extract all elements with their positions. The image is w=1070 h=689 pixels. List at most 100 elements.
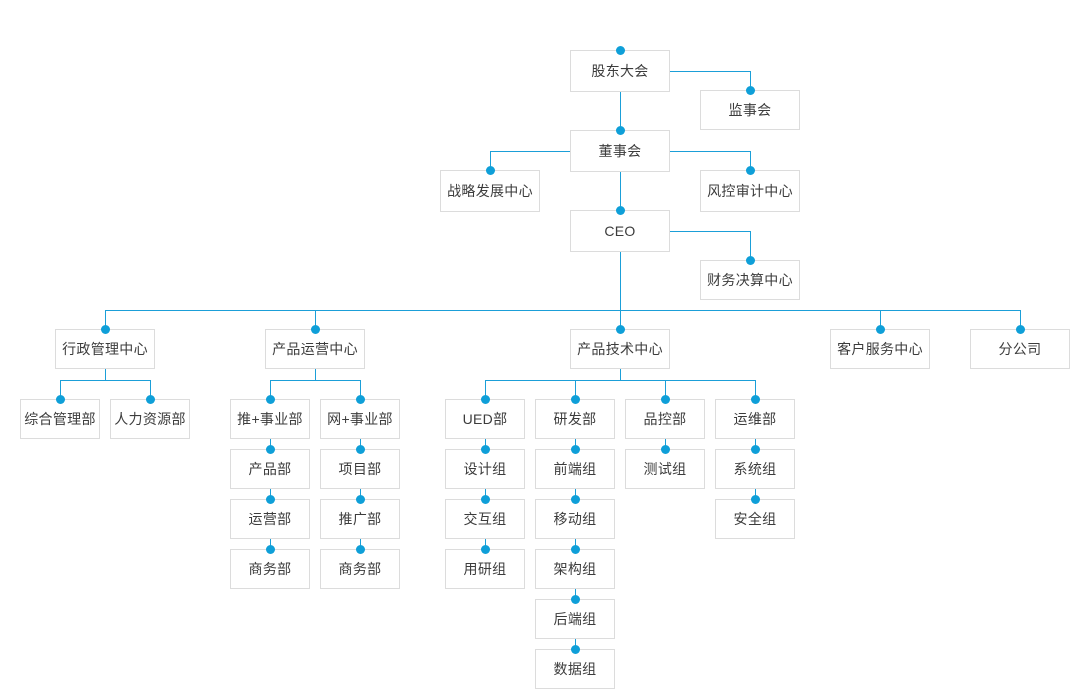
- org-node[interactable]: 数据组: [535, 649, 615, 689]
- connector-ops-stem-v: [315, 369, 316, 380]
- org-node[interactable]: 财务决算中心: [700, 260, 800, 300]
- org-node[interactable]: 运营部: [230, 499, 310, 539]
- connector-admin-bar-h: [60, 380, 150, 381]
- org-node[interactable]: 人力资源部: [110, 399, 190, 439]
- org-node[interactable]: 股东大会: [570, 50, 670, 92]
- connector-bus-to-service-v: [880, 310, 881, 329]
- org-node[interactable]: 分公司: [970, 329, 1070, 369]
- node-connector-dot: [480, 394, 490, 404]
- connector-admin-to-general-v: [60, 380, 61, 399]
- connector-center-bus-h: [105, 310, 1020, 311]
- node-connector-dot: [615, 324, 625, 334]
- node-connector-dot: [660, 444, 670, 454]
- node-connector-dot: [55, 394, 65, 404]
- connector-shareholders-to-board-v: [620, 92, 621, 130]
- node-connector-dot: [750, 494, 760, 504]
- connector-bus-to-admin-v: [105, 310, 106, 329]
- org-node[interactable]: 推+事业部: [230, 399, 310, 439]
- connector-ceo-to-finance-h: [670, 231, 750, 232]
- connector-ops-to-tui-v: [270, 380, 271, 399]
- org-node[interactable]: 交互组: [445, 499, 525, 539]
- org-node[interactable]: 商务部: [230, 549, 310, 589]
- org-node[interactable]: 研发部: [535, 399, 615, 439]
- org-node[interactable]: 安全组: [715, 499, 795, 539]
- node-connector-dot: [745, 255, 755, 265]
- org-node[interactable]: 用研组: [445, 549, 525, 589]
- org-node[interactable]: 董事会: [570, 130, 670, 172]
- node-connector-dot: [485, 165, 495, 175]
- node-connector-dot: [145, 394, 155, 404]
- org-node[interactable]: 行政管理中心: [55, 329, 155, 369]
- org-node[interactable]: 架构组: [535, 549, 615, 589]
- node-connector-dot: [615, 125, 625, 135]
- connector-board-to-strategy-v: [490, 151, 491, 170]
- connector-ops-to-wang-v: [360, 380, 361, 399]
- node-connector-dot: [570, 544, 580, 554]
- node-connector-dot: [265, 494, 275, 504]
- connector-shareholders-to-supervisors-v: [750, 71, 751, 90]
- node-connector-dot: [355, 394, 365, 404]
- connector-tech-bar-h: [485, 380, 755, 381]
- node-connector-dot: [570, 494, 580, 504]
- org-node[interactable]: 商务部: [320, 549, 400, 589]
- org-node[interactable]: 产品技术中心: [570, 329, 670, 369]
- connector-board-to-risk-v: [750, 151, 751, 170]
- node-connector-dot: [570, 644, 580, 654]
- node-connector-dot: [570, 394, 580, 404]
- connector-ops-bar-h: [270, 380, 360, 381]
- node-connector-dot: [100, 324, 110, 334]
- org-node[interactable]: UED部: [445, 399, 525, 439]
- org-node[interactable]: 综合管理部: [20, 399, 100, 439]
- connector-ceo-to-bus-v: [620, 252, 621, 310]
- org-node[interactable]: 监事会: [700, 90, 800, 130]
- org-node[interactable]: 后端组: [535, 599, 615, 639]
- org-node[interactable]: 推广部: [320, 499, 400, 539]
- node-connector-dot: [310, 324, 320, 334]
- node-connector-dot: [750, 444, 760, 454]
- org-node[interactable]: 设计组: [445, 449, 525, 489]
- node-connector-dot: [480, 544, 490, 554]
- node-connector-dot: [750, 394, 760, 404]
- node-connector-dot: [480, 494, 490, 504]
- connector-tech-stem-v: [620, 369, 621, 380]
- connector-tech-to-qa-v: [665, 380, 666, 399]
- node-connector-dot: [1015, 324, 1025, 334]
- org-node[interactable]: 系统组: [715, 449, 795, 489]
- node-connector-dot: [745, 165, 755, 175]
- connector-board-to-strategy-h: [490, 151, 570, 152]
- connector-bus-to-product-tech-v: [620, 310, 621, 329]
- node-connector-dot: [570, 444, 580, 454]
- org-node[interactable]: 客户服务中心: [830, 329, 930, 369]
- org-node[interactable]: 运维部: [715, 399, 795, 439]
- node-connector-dot: [570, 594, 580, 604]
- org-node[interactable]: 测试组: [625, 449, 705, 489]
- org-node[interactable]: 产品运营中心: [265, 329, 365, 369]
- node-connector-dot: [265, 394, 275, 404]
- connector-ceo-to-finance-v: [750, 231, 751, 260]
- node-connector-dot: [660, 394, 670, 404]
- connector-admin-stem-v: [105, 369, 106, 380]
- connector-board-to-risk-h: [670, 151, 750, 152]
- org-node[interactable]: 风控审计中心: [700, 170, 800, 212]
- node-connector-dot: [615, 45, 625, 55]
- org-node[interactable]: 前端组: [535, 449, 615, 489]
- org-node[interactable]: 产品部: [230, 449, 310, 489]
- connector-tech-to-rd-v: [575, 380, 576, 399]
- org-node[interactable]: 移动组: [535, 499, 615, 539]
- node-connector-dot: [875, 324, 885, 334]
- org-node[interactable]: 战略发展中心: [440, 170, 540, 212]
- node-connector-dot: [745, 85, 755, 95]
- org-node[interactable]: CEO: [570, 210, 670, 252]
- connector-board-to-ceo-v: [620, 172, 621, 210]
- connector-shareholders-to-supervisors-h: [670, 71, 750, 72]
- connector-tech-to-ued-v: [485, 380, 486, 399]
- node-connector-dot: [355, 494, 365, 504]
- node-connector-dot: [355, 544, 365, 554]
- org-node[interactable]: 项目部: [320, 449, 400, 489]
- node-connector-dot: [265, 444, 275, 454]
- org-node[interactable]: 网+事业部: [320, 399, 400, 439]
- connector-tech-to-ops-v: [755, 380, 756, 399]
- org-node[interactable]: 品控部: [625, 399, 705, 439]
- node-connector-dot: [265, 544, 275, 554]
